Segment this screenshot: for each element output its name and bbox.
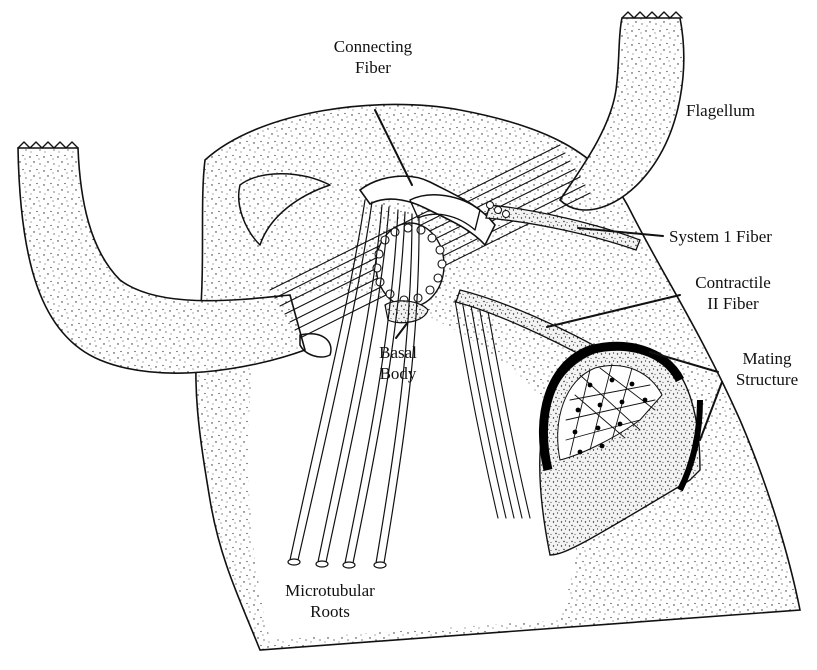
label-contractile-line1: Contractile <box>684 272 782 293</box>
label-basal-line2: Body <box>368 363 428 384</box>
right-flagellum <box>560 18 684 210</box>
label-basal-line1: Basal <box>368 342 428 363</box>
label-connecting-fiber: Connecting Fiber <box>318 36 428 78</box>
label-connecting-fiber-line2: Fiber <box>318 57 428 78</box>
label-mating-line2: Structure <box>722 369 812 390</box>
label-flagellum: Flagellum <box>686 100 755 121</box>
label-contractile-line2: II Fiber <box>684 293 782 314</box>
label-contractile-ii-fiber: Contractile II Fiber <box>684 272 782 314</box>
label-connecting-fiber-line1: Connecting <box>318 36 428 57</box>
label-system-1-fiber: System 1 Fiber <box>669 226 772 247</box>
label-microtubular-roots: Microtubular Roots <box>270 580 390 622</box>
label-mating-structure: Mating Structure <box>722 348 812 390</box>
label-microtubular-line2: Roots <box>270 601 390 622</box>
label-mating-line1: Mating <box>722 348 812 369</box>
label-basal-body: Basal Body <box>368 342 428 384</box>
label-microtubular-line1: Microtubular <box>270 580 390 601</box>
